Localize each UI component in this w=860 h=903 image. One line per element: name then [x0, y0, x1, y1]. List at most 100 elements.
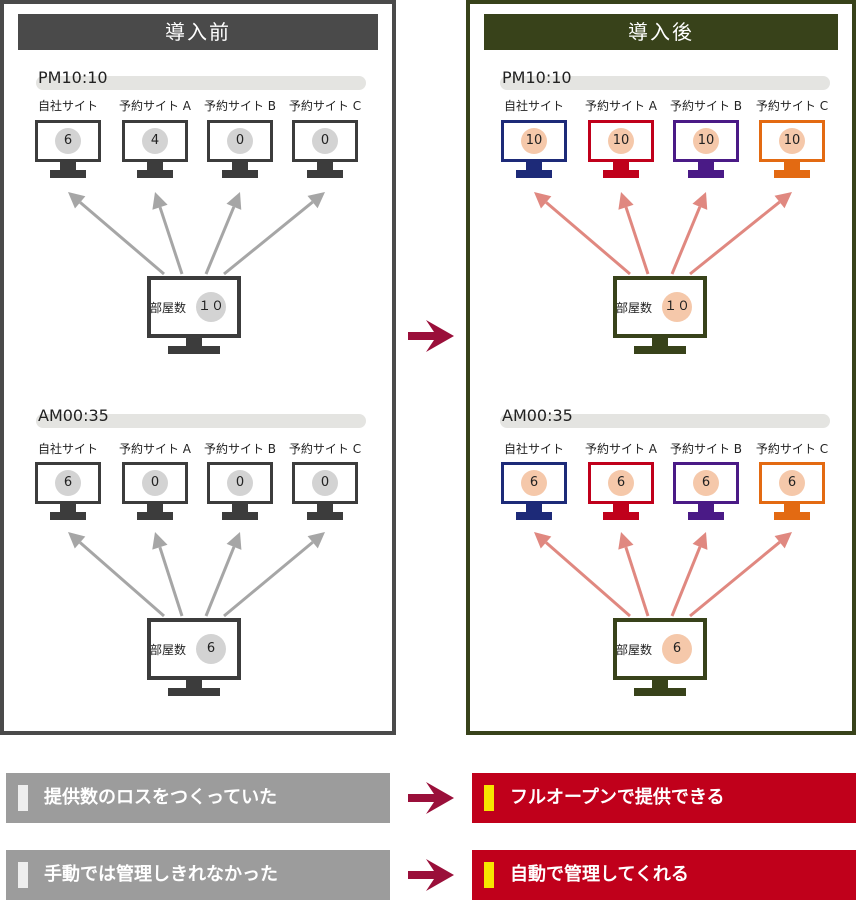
before-title: 導入前	[18, 14, 378, 50]
site-label: 予約サイト B	[669, 99, 743, 113]
arrow-head	[68, 192, 86, 209]
comparison-arrow-icon	[408, 782, 454, 814]
arrow-line	[689, 541, 781, 618]
comparison-arrow-shape	[408, 782, 454, 814]
arrow-head	[152, 532, 168, 550]
count-badge: １０	[196, 292, 226, 322]
monitor-stand-neck	[526, 162, 542, 170]
bullet-mark	[18, 785, 28, 811]
count-badge: 6	[521, 470, 547, 496]
arrow-line	[158, 546, 184, 617]
time-bar	[500, 414, 830, 428]
count-badge: 6	[693, 470, 719, 496]
arrow-line	[204, 206, 236, 275]
before-point-text: 手動では管理しきれなかった	[44, 864, 278, 885]
rooms-label: 部屋数	[616, 643, 653, 657]
count-badge: 10	[779, 128, 805, 154]
monitor-icon: 0	[292, 120, 358, 182]
arrow-head	[774, 532, 792, 549]
distribution-arrows	[68, 192, 325, 276]
arrow-line	[670, 546, 702, 617]
site-label: 自社サイト	[503, 442, 564, 456]
site-label: 自社サイト	[37, 442, 98, 456]
arrow-head	[692, 532, 708, 550]
arrow-line	[223, 541, 314, 618]
monitor-icon: 0	[207, 462, 273, 524]
time-bar	[36, 414, 366, 428]
arrow-line	[204, 546, 236, 617]
before-point-text: 提供数のロスをつくっていた	[44, 787, 278, 808]
time-label: AM00:35	[502, 406, 573, 425]
time-label: PM10:10	[38, 68, 108, 87]
count-badge: 4	[142, 128, 168, 154]
monitor-stand-base	[50, 170, 86, 178]
monitor-stand-base	[603, 512, 639, 520]
monitor-stand-neck	[784, 504, 800, 512]
monitor-stand-neck	[317, 504, 333, 512]
monitor-stand-neck	[652, 338, 668, 346]
before-point-2: 手動では管理しきれなかった	[6, 850, 390, 900]
monitor-icon: 6	[35, 120, 101, 182]
monitor-stand-base	[137, 512, 173, 520]
count-badge: 6	[662, 634, 692, 664]
count-badge: 6	[779, 470, 805, 496]
before-point-1: 提供数のロスをつくっていた	[6, 773, 390, 823]
transition-arrow-icon	[408, 320, 454, 352]
time-bar	[500, 76, 830, 90]
site-label: 予約サイト B	[669, 442, 743, 456]
arrow-head	[692, 192, 708, 210]
site-label: 予約サイト B	[203, 99, 277, 113]
monitor-icon: 10	[759, 120, 825, 182]
monitor-icon: 10	[501, 120, 567, 182]
monitor-icon: 0	[207, 120, 273, 182]
arrow-line	[223, 200, 314, 276]
monitor-screen	[759, 462, 825, 504]
after-point-text: 自動で管理してくれる	[510, 864, 689, 885]
rooms-label: 部屋数	[150, 643, 187, 657]
comparison-arrow-icon	[408, 859, 454, 891]
arrow-head	[152, 192, 168, 210]
count-badge: 10	[608, 128, 634, 154]
arrow-line	[79, 201, 165, 276]
monitor-stand-base	[688, 170, 724, 178]
monitor-stand-base	[307, 170, 343, 178]
monitor-stand-neck	[186, 338, 202, 346]
after-point-text: フルオープンで提供できる	[510, 787, 725, 808]
time-bar	[36, 76, 366, 90]
arrow-head	[534, 532, 552, 549]
site-label: 予約サイト C	[288, 442, 362, 456]
monitor-icon: 6	[501, 462, 567, 524]
monitor-stand-neck	[186, 680, 202, 688]
arrow-head	[618, 532, 634, 550]
monitor-screen	[673, 120, 739, 162]
monitor-stand-neck	[698, 162, 714, 170]
arrow-head	[774, 192, 792, 209]
comparison-arrow-shape	[408, 859, 454, 891]
arrow-head	[307, 532, 325, 549]
monitor-stand-neck	[784, 162, 800, 170]
bullet-mark	[18, 862, 28, 888]
monitor-icon: 6	[673, 462, 739, 524]
time-label: PM10:10	[502, 68, 572, 87]
monitor-stand-base	[774, 512, 810, 520]
monitor-stand-base	[222, 512, 258, 520]
monitor-icon: 0	[292, 462, 358, 524]
transition-arrow-shape	[408, 320, 454, 352]
before-panel: 導入前	[0, 0, 396, 735]
arrow-line	[670, 206, 702, 275]
time-label: AM00:35	[38, 406, 109, 425]
after-point-1: フルオープンで提供できる	[472, 773, 856, 823]
monitor-stand-base	[688, 512, 724, 520]
arrow-line	[689, 200, 781, 276]
monitor-stand-neck	[698, 504, 714, 512]
arrow-head	[534, 192, 552, 209]
rooms-label: 部屋数	[616, 301, 653, 315]
monitor-stand-base	[168, 688, 220, 696]
count-badge: 0	[312, 128, 338, 154]
site-label: 予約サイト B	[203, 442, 277, 456]
monitor-stand-neck	[526, 504, 542, 512]
monitor-icon: 6 部屋数	[613, 618, 707, 700]
